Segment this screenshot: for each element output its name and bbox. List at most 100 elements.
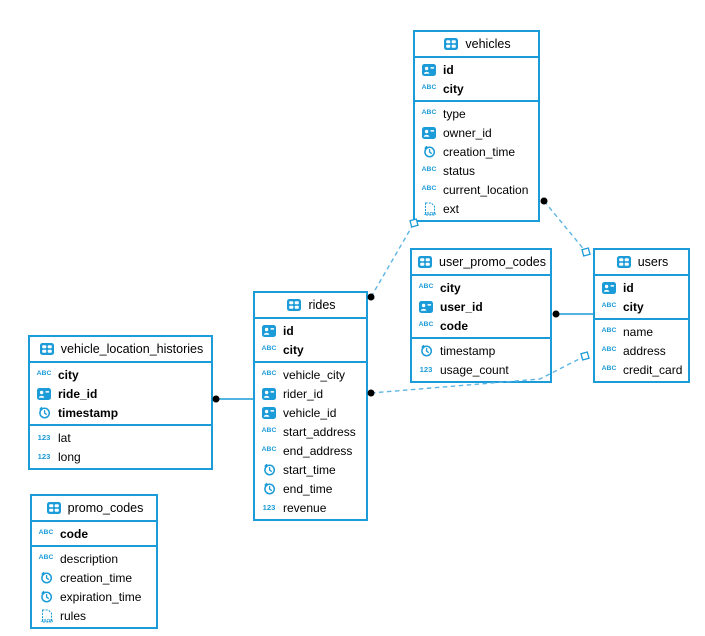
column-creation_time[interactable]: creation_time (415, 142, 538, 161)
relationship-line[interactable] (370, 222, 415, 298)
json-type-glyph: JSON (40, 618, 52, 623)
text-type-icon: ABC (600, 327, 618, 335)
column-user_id[interactable]: user_id (412, 297, 550, 316)
column-creation_time[interactable]: creation_time (32, 568, 156, 587)
cardinality-dot-marker (212, 395, 220, 403)
column-start_time[interactable]: start_time (255, 460, 366, 479)
column-name: end_address (283, 443, 353, 458)
table-icon (285, 299, 303, 311)
table-header[interactable]: vehicles (415, 32, 538, 58)
text-type-glyph: ABC (421, 84, 437, 92)
column-vehicle_id[interactable]: vehicle_id (255, 403, 366, 422)
number-type-glyph: 123 (262, 502, 276, 512)
text-type-icon: ABC (260, 370, 278, 378)
column-name: user_id (440, 299, 483, 314)
column-id[interactable]: id (415, 60, 538, 79)
text-type-glyph: ABC (261, 446, 277, 454)
column-name: name (623, 324, 654, 339)
column-id[interactable]: id (595, 278, 688, 297)
column-rider_id[interactable]: rider_id (255, 384, 366, 403)
column-owner_id[interactable]: owner_id (415, 123, 538, 142)
relationship-line[interactable] (543, 200, 587, 253)
column-name: address (623, 343, 666, 358)
table-header[interactable]: users (595, 250, 688, 276)
text-type-icon: ABC (600, 302, 618, 310)
timestamp-type-icon (37, 571, 55, 584)
column-name[interactable]: ABC name (595, 322, 688, 341)
column-timestamp[interactable]: timestamp (412, 341, 550, 360)
table-header[interactable]: vehicle_location_histories (30, 337, 211, 363)
table-title: promo_codes (67, 501, 144, 515)
table-title: rides (308, 298, 336, 312)
text-type-icon: ABC (35, 370, 53, 378)
column-id[interactable]: id (255, 321, 366, 340)
timestamp-type-icon (260, 482, 278, 495)
number-type-icon: 123 (417, 366, 435, 374)
table-header[interactable]: rides (255, 293, 366, 319)
id-type-icon (260, 387, 278, 400)
text-type-glyph: ABC (421, 185, 437, 193)
table-icon (416, 256, 434, 268)
column-end_address[interactable]: ABC end_address (255, 441, 366, 460)
text-type-icon: ABC (417, 283, 435, 291)
column-timestamp[interactable]: timestamp (30, 403, 211, 422)
text-type-icon: ABC (600, 365, 618, 373)
column-name: code (440, 318, 469, 333)
column-end_time[interactable]: end_time (255, 479, 366, 498)
column-name: lat (58, 430, 71, 445)
column-name: usage_count (440, 362, 509, 377)
table-title: user_promo_codes (439, 255, 547, 269)
column-usage_count[interactable]: 123 usage_count (412, 360, 550, 379)
column-expiration_time[interactable]: expiration_time (32, 587, 156, 606)
column-name: id (443, 62, 454, 77)
column-name: code (60, 526, 89, 541)
text-type-glyph: ABC (36, 370, 52, 378)
table-header[interactable]: user_promo_codes (412, 250, 550, 276)
text-type-icon: ABC (420, 166, 438, 174)
column-name: start_address (283, 424, 356, 439)
column-name: ext (443, 201, 460, 216)
table-header[interactable]: promo_codes (32, 496, 156, 522)
column-ext[interactable]: JSON ext (415, 199, 538, 218)
cardinality-dot-marker (367, 389, 375, 397)
column-name: timestamp (58, 405, 119, 420)
column-name: current_location (443, 182, 529, 197)
column-current_location[interactable]: ABC current_location (415, 180, 538, 199)
cardinality-diamond-marker (580, 351, 590, 361)
column-ride_id[interactable]: ride_id (30, 384, 211, 403)
column-name: type (443, 106, 466, 121)
column-name: start_time (283, 462, 336, 477)
json-type-glyph: JSON (423, 211, 435, 216)
